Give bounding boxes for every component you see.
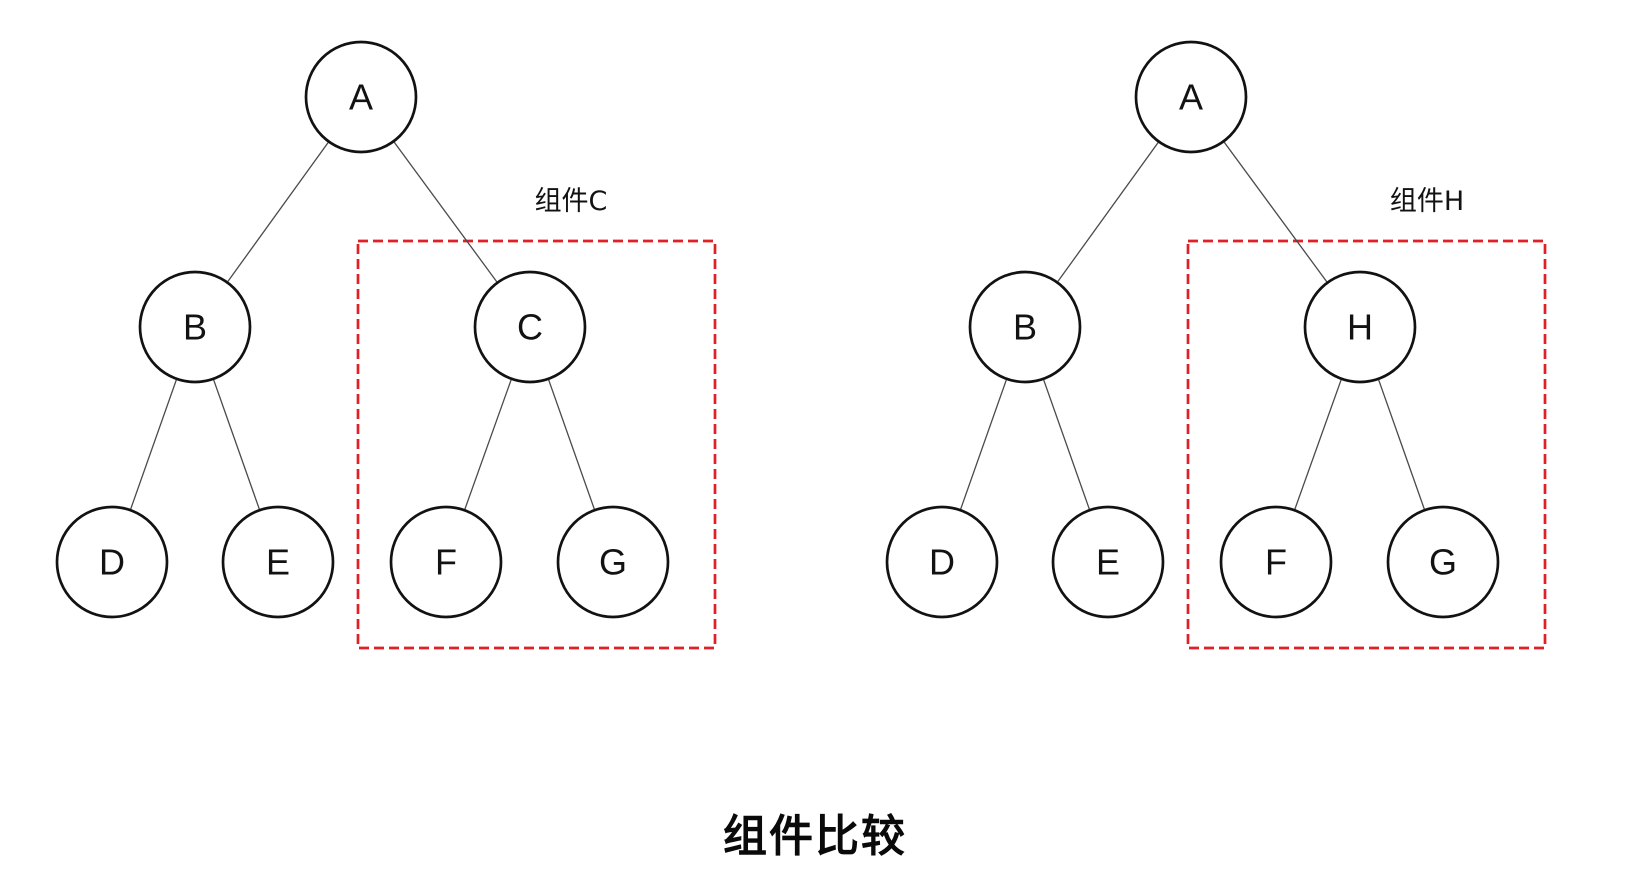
tree-node-right-E: [1051, 505, 1165, 619]
tree-node-left-D: [55, 505, 169, 619]
node-label-left-C: C: [517, 307, 543, 348]
node-label-left-D: D: [99, 542, 125, 583]
tree-node-right-B: [968, 270, 1082, 384]
tree-node-right-H: [1303, 270, 1417, 384]
tree-node-left-B: [138, 270, 252, 384]
component-label-right: 组件H: [1390, 186, 1464, 217]
node-label-left-F: F: [435, 542, 457, 583]
tree-right: 组件H A B H D E F G: [885, 40, 1547, 650]
tree-node-left-C: [473, 270, 587, 384]
node-label-right-F: F: [1265, 542, 1287, 583]
node-label-right-D: D: [929, 542, 955, 583]
diagram-caption: 组件比较: [723, 811, 907, 862]
node-label-right-A: A: [1179, 77, 1203, 118]
tree-node-left-E: [221, 505, 335, 619]
tree-node-right-F: [1219, 505, 1333, 619]
node-label-left-A: A: [349, 77, 373, 118]
tree-node-right-D: [885, 505, 999, 619]
component-boundary-right: [1186, 239, 1547, 650]
tree-node-left-G: [556, 505, 670, 619]
tree-left: 组件C A B C D E F G: [55, 40, 717, 650]
node-label-left-E: E: [266, 542, 290, 583]
tree-node-left-F: [389, 505, 503, 619]
tree-node-right-G: [1386, 505, 1500, 619]
tree-node-left-A: [304, 40, 418, 154]
node-label-left-B: B: [183, 307, 207, 348]
tree-node-right-A: [1134, 40, 1248, 154]
node-label-left-G: G: [599, 542, 627, 583]
node-label-right-E: E: [1096, 542, 1120, 583]
node-label-right-B: B: [1013, 307, 1037, 348]
node-label-right-G: G: [1429, 542, 1457, 583]
node-label-right-H: H: [1347, 307, 1373, 348]
component-boundary-left: [356, 239, 717, 650]
component-label-left: 组件C: [535, 186, 608, 217]
